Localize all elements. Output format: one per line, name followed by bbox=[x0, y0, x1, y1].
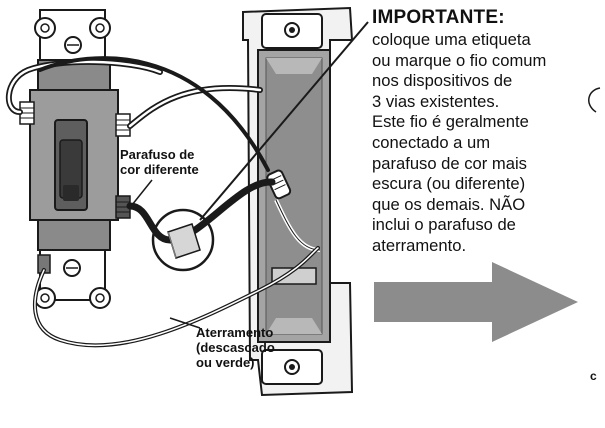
important-line: Este fio é geralmente bbox=[372, 112, 529, 132]
three-way-switch bbox=[19, 9, 131, 309]
important-line: conectado a um bbox=[372, 132, 491, 152]
important-line: 3 vias existentes. bbox=[372, 91, 500, 111]
adjacent-device-edge bbox=[588, 87, 601, 113]
important-line: ou marque o fio comum bbox=[372, 50, 547, 70]
ground-label-line: (descascado bbox=[196, 340, 275, 355]
screw-label: Parafuso de cor diferente bbox=[120, 147, 199, 177]
important-line: aterramento. bbox=[372, 235, 467, 255]
corner-letter: c bbox=[590, 369, 597, 383]
ground-label: Aterramento (descascado ou verde) bbox=[196, 325, 275, 370]
important-line: parafuso de cor mais bbox=[372, 153, 527, 173]
important-line: nos dispositivos de bbox=[372, 71, 513, 91]
important-line: inclui o parafuso de bbox=[372, 215, 516, 235]
ground-label-line: ou verde) bbox=[196, 355, 255, 370]
important-line: coloque uma etiqueta bbox=[372, 30, 531, 49]
ground-label-line: Aterramento bbox=[196, 325, 274, 340]
important-body: coloque uma etiqueta ou marque o fio com… bbox=[372, 30, 546, 257]
electrical-box bbox=[242, 6, 354, 397]
screw-label-line: cor diferente bbox=[120, 162, 199, 177]
important-line: escura (ou diferente) bbox=[372, 174, 526, 194]
important-line: que os demais. NÃO bbox=[372, 194, 526, 214]
tape-marker bbox=[151, 208, 215, 272]
screw-label-line: Parafuso de bbox=[120, 147, 195, 162]
important-title: IMPORTANTE: bbox=[372, 7, 505, 28]
direction-arrow bbox=[374, 262, 578, 342]
leader-lines bbox=[131, 21, 369, 329]
